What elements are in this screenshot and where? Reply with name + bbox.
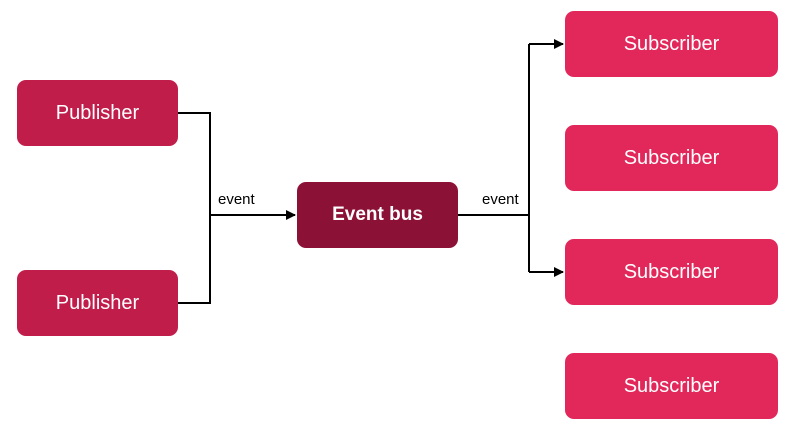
subscriber-label: Subscriber bbox=[623, 260, 720, 283]
subscriber-node-2: Subscriber bbox=[565, 125, 778, 191]
publisher-label: Publisher bbox=[55, 291, 140, 314]
event-bus-label: Event bus bbox=[332, 204, 423, 225]
publisher-label: Publisher bbox=[55, 101, 140, 124]
event-bus-node: Event bus bbox=[297, 182, 458, 248]
connector-publisher-1 bbox=[178, 112, 211, 215]
subscriber-label: Subscriber bbox=[623, 146, 720, 169]
edge-label-outbound-event: event bbox=[482, 191, 519, 208]
connector-publisher-2 bbox=[178, 215, 211, 304]
subscriber-node-4: Subscriber bbox=[565, 353, 778, 419]
subscriber-node-1: Subscriber bbox=[565, 11, 778, 77]
publisher-node-2: Publisher bbox=[17, 270, 178, 336]
subscriber-label: Subscriber bbox=[623, 374, 720, 397]
edge-label-inbound-event: event bbox=[218, 191, 255, 208]
publisher-node-1: Publisher bbox=[17, 80, 178, 146]
subscriber-node-3: Subscriber bbox=[565, 239, 778, 305]
subscriber-label: Subscriber bbox=[623, 32, 720, 55]
